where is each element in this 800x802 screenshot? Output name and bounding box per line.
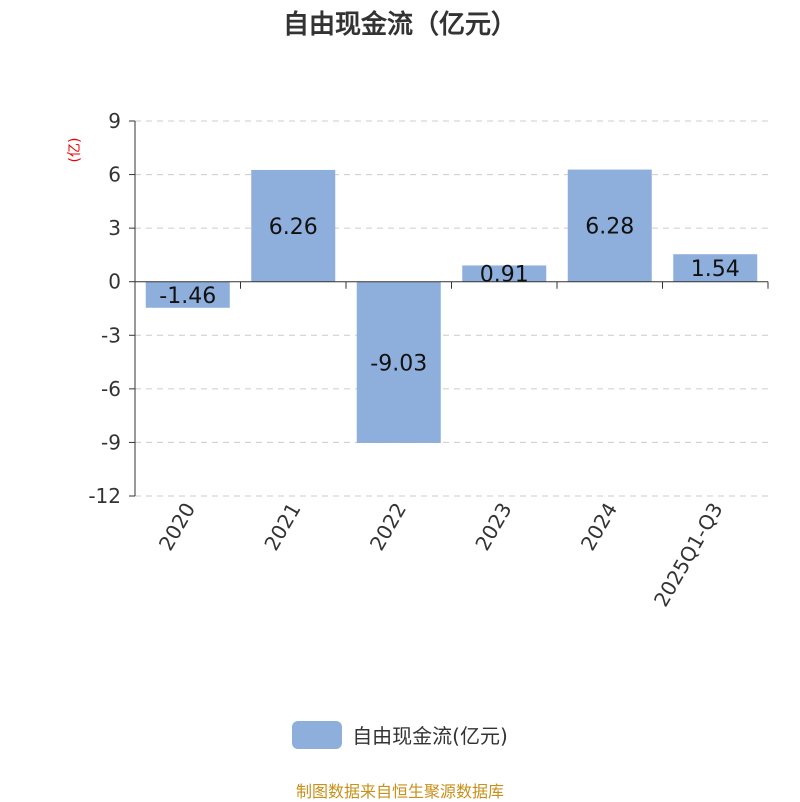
y-tick-label: -3 (101, 323, 121, 347)
data-label: -9.03 (370, 351, 427, 376)
data-label: 6.26 (269, 215, 318, 240)
data-label: -1.46 (159, 284, 216, 309)
data-label: 0.91 (480, 263, 529, 288)
bar (462, 265, 547, 282)
y-tick-label: 3 (108, 216, 121, 240)
data-label: 1.54 (691, 257, 740, 282)
chart-title: 自由现金流（亿元） (282, 10, 517, 40)
y-tick-label: 6 (108, 163, 121, 187)
y-tick-label: -12 (88, 484, 121, 508)
bar (251, 169, 336, 282)
x-tick-label: 2022 (365, 499, 411, 555)
data-label: 6.28 (585, 215, 634, 240)
y-tick-label: 0 (108, 270, 121, 294)
bar (145, 281, 230, 308)
y-tick-label: -6 (101, 377, 121, 401)
legend[interactable]: 自由现金流(亿元) (0, 720, 800, 749)
x-tick-label: 2021 (259, 499, 305, 555)
x-tick-label: 2020 (154, 499, 200, 555)
bar (356, 281, 441, 443)
legend-label: 自由现金流(亿元) (352, 724, 508, 748)
x-tick-label: 2023 (470, 499, 516, 555)
legend-swatch (292, 720, 343, 749)
y-tick-label: 9 (108, 109, 121, 133)
x-tick-label: 2025Q1-Q3 (649, 499, 728, 611)
x-tick-label: 2024 (576, 499, 622, 555)
y-tick-label: -9 (101, 430, 121, 454)
bar (567, 169, 652, 282)
bar (673, 254, 758, 282)
source-footer: 制图数据来自恒生聚源数据库 (295, 782, 504, 801)
